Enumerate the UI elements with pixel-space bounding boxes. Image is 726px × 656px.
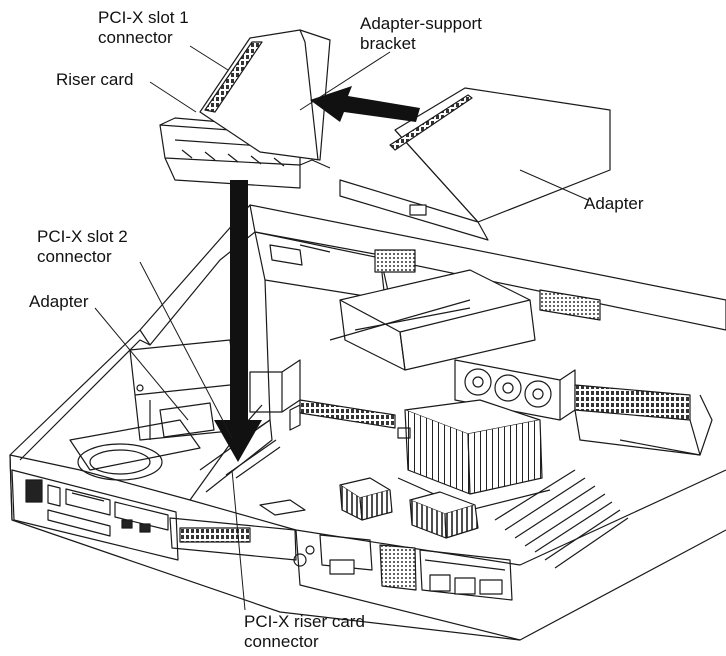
drive-bay bbox=[329, 249, 601, 371]
leader-adapter-top bbox=[519, 169, 589, 201]
io-panel bbox=[169, 517, 513, 601]
label-adapter-left: Adapter bbox=[29, 292, 89, 312]
leader-riser-connector bbox=[231, 469, 246, 611]
label-pci-x-slot-2-line1: PCI-X slot 2 bbox=[37, 227, 128, 246]
adapter-card bbox=[339, 87, 611, 241]
label-pci-x-riser-card-connector: PCI-X riser card connector bbox=[244, 612, 365, 652]
label-pci-x-riser-card-connector-line1: PCI-X riser card bbox=[244, 612, 365, 631]
heatsink-small-2 bbox=[409, 491, 479, 539]
label-pci-x-slot-2: PCI-X slot 2 connector bbox=[37, 227, 128, 267]
arrow-left-icon bbox=[310, 86, 420, 122]
label-adapter-top: Adapter bbox=[584, 194, 644, 214]
leader-adapter-left bbox=[94, 307, 189, 421]
leader-pci-slot2 bbox=[139, 261, 233, 439]
heatsink-small-1 bbox=[339, 477, 393, 521]
label-adapter-support-bracket-line1: Adapter-support bbox=[360, 14, 482, 33]
label-pci-x-slot-1: PCI-X slot 1 connector bbox=[98, 8, 189, 48]
leader-riser-card bbox=[149, 81, 197, 113]
riser-slot-area bbox=[199, 231, 391, 493]
heatsink-main bbox=[397, 399, 551, 511]
label-pci-x-slot-1-line2: connector bbox=[98, 28, 173, 47]
label-riser-card-text: Riser card bbox=[56, 70, 134, 89]
motherboard-components bbox=[259, 384, 713, 569]
label-adapter-support-bracket: Adapter-support bracket bbox=[360, 14, 482, 54]
arrow-down-icon bbox=[214, 180, 262, 462]
riser-card bbox=[159, 29, 331, 189]
label-adapter-left-text: Adapter bbox=[29, 292, 89, 311]
label-pci-x-riser-card-connector-line2: connector bbox=[244, 632, 319, 651]
label-riser-card: Riser card bbox=[56, 70, 133, 90]
leader-pci-slot1 bbox=[189, 45, 229, 71]
label-adapter-support-bracket-line2: bracket bbox=[360, 34, 416, 53]
rear-panel bbox=[11, 419, 201, 561]
leader-adapter-bracket bbox=[299, 51, 391, 111]
label-pci-x-slot-1-line1: PCI-X slot 1 bbox=[98, 8, 189, 27]
label-pci-x-slot-2-line2: connector bbox=[37, 247, 112, 266]
label-adapter-top-text: Adapter bbox=[584, 194, 644, 213]
